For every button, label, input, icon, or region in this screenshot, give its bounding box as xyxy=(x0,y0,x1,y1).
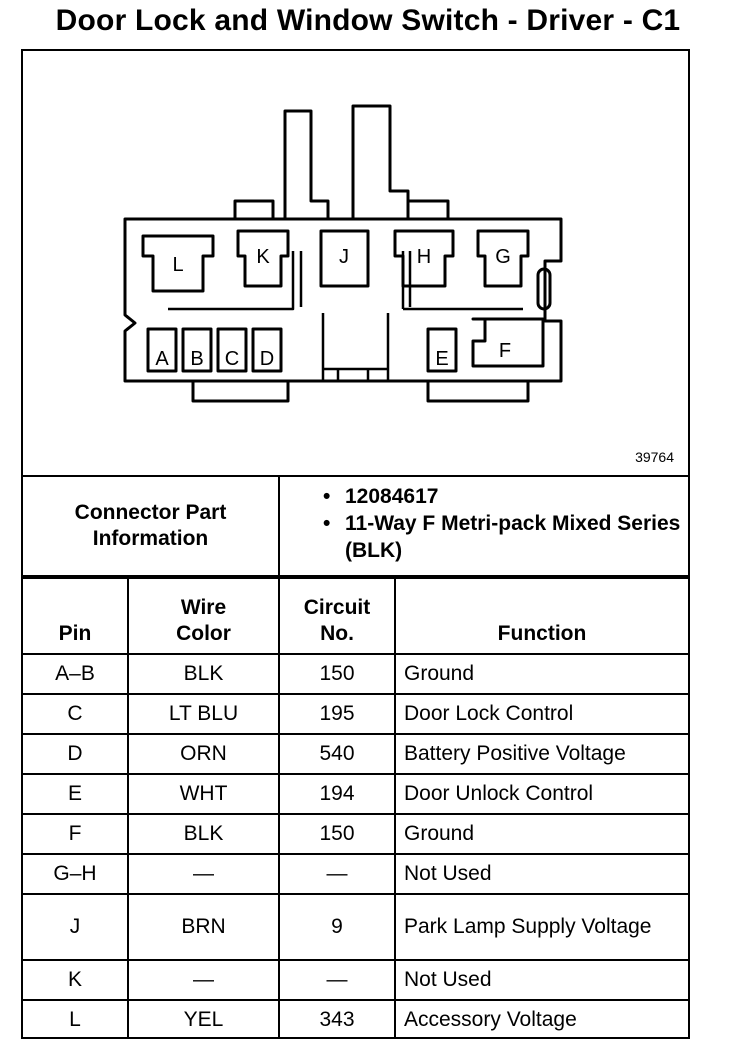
connector-info-label-line2: Information xyxy=(92,527,209,550)
table-row: L YEL 343 Accessory Voltage xyxy=(23,999,688,1039)
pin-cell: J xyxy=(23,893,129,961)
latch-tab-left xyxy=(283,109,330,219)
connector-info-bullets: 12084617 11-Way F Metri-pack Mixed Serie… xyxy=(323,483,683,564)
table-row: K — — Not Used xyxy=(23,959,688,1001)
wire-color-cell: WHT xyxy=(127,773,280,815)
pin-label-A: A xyxy=(155,348,169,370)
function-cell: Ground xyxy=(394,813,688,855)
pin-cell: K xyxy=(23,959,129,1001)
connector-outer-shell xyxy=(123,217,563,383)
latch-tab-right xyxy=(351,104,410,219)
wire-color-cell: YEL xyxy=(127,999,280,1039)
figure-number: 39764 xyxy=(635,449,674,465)
function-cell: Park Lamp Supply Voltage xyxy=(394,893,688,961)
connector-sheet: L K J H G A B C D E F 39764 Connector Pa… xyxy=(21,49,690,1039)
cavity-L xyxy=(141,234,215,293)
connector-part-info: Connector Part Information 12084617 11-W… xyxy=(23,477,688,577)
table-row: F BLK 150 Ground xyxy=(23,813,688,855)
function-cell: Battery Positive Voltage xyxy=(394,733,688,775)
pin-cell: G–H xyxy=(23,853,129,895)
circuit-cell: 150 xyxy=(278,813,396,855)
pin-label-D: D xyxy=(260,348,274,370)
circuit-cell: 9 xyxy=(278,893,396,961)
page-title: Door Lock and Window Switch - Driver - C… xyxy=(55,4,681,37)
function-cell: Ground xyxy=(394,653,688,695)
circuit-cell: — xyxy=(278,959,396,1001)
side-slot xyxy=(536,267,552,311)
function-cell: Not Used xyxy=(394,959,688,1001)
table-row: A–B BLK 150 Ground xyxy=(23,653,688,695)
pin-cell: E xyxy=(23,773,129,815)
wire-color-cell: BLK xyxy=(127,653,280,695)
cavity-F xyxy=(471,317,545,368)
function-cell: Door Lock Control xyxy=(394,693,688,735)
pin-label-K: K xyxy=(256,246,270,268)
wire-color-cell: BRN xyxy=(127,893,280,961)
wire-color-cell: LT BLU xyxy=(127,693,280,735)
table-row: J BRN 9 Park Lamp Supply Voltage xyxy=(23,893,688,961)
pin-cell: F xyxy=(23,813,129,855)
circuit-cell: 540 xyxy=(278,733,396,775)
pin-label-C: C xyxy=(225,348,239,370)
wire-color-cell: ORN xyxy=(127,733,280,775)
connector-type: 11-Way F Metri-pack Mixed Series (BLK) xyxy=(323,510,683,564)
wire-color-cell: BLK xyxy=(127,813,280,855)
cavity-K xyxy=(236,229,290,288)
connector-info-label: Connector Part Information xyxy=(23,477,280,575)
pin-cell: D xyxy=(23,733,129,775)
table-row: G–H — — Not Used xyxy=(23,853,688,895)
pin-cell: A–B xyxy=(23,653,129,695)
table-row: C LT BLU 195 Door Lock Control xyxy=(23,693,688,735)
pin-label-F: F xyxy=(499,340,511,362)
circuit-cell: — xyxy=(278,853,396,895)
circuit-cell: 195 xyxy=(278,693,396,735)
circuit-cell: 194 xyxy=(278,773,396,815)
header-function: Function xyxy=(394,577,688,655)
cavity-H xyxy=(393,229,455,288)
cavity-J xyxy=(319,229,370,288)
function-cell: Accessory Voltage xyxy=(394,999,688,1039)
pin-label-J: J xyxy=(339,246,349,268)
table-row: E WHT 194 Door Unlock Control xyxy=(23,773,688,815)
cavity-D xyxy=(251,327,283,373)
cavity-C xyxy=(216,327,248,373)
connector-face-drawing: L K J H G A B C D E F xyxy=(123,104,563,403)
cavity-G xyxy=(476,229,530,288)
pin-label-L: L xyxy=(172,254,183,276)
bottom-tab-left xyxy=(191,381,290,403)
pin-label-B: B xyxy=(190,348,203,370)
cavity-B xyxy=(181,327,213,373)
function-cell: Not Used xyxy=(394,853,688,895)
pin-cell: L xyxy=(23,999,129,1039)
circuit-cell: 150 xyxy=(278,653,396,695)
connector-diagram: L K J H G A B C D E F 39764 xyxy=(23,51,688,477)
part-number: 12084617 xyxy=(323,483,683,510)
keying-slot xyxy=(321,313,390,381)
side-ear-left xyxy=(233,199,275,219)
pin-cell: C xyxy=(23,693,129,735)
wire-color-cell: — xyxy=(127,959,280,1001)
pin-label-G: G xyxy=(495,246,511,268)
connector-info-label-line1: Connector Part xyxy=(74,501,227,524)
function-cell: Door Unlock Control xyxy=(394,773,688,815)
bottom-tab-right xyxy=(426,381,530,403)
side-ear-right xyxy=(406,199,450,219)
cavity-A xyxy=(146,327,178,373)
pin-label-E: E xyxy=(435,348,448,370)
pin-label-H: H xyxy=(417,246,431,268)
header-pin: Pin xyxy=(23,577,129,655)
circuit-cell: 343 xyxy=(278,999,396,1039)
wire-color-cell: — xyxy=(127,853,280,895)
table-row: D ORN 540 Battery Positive Voltage xyxy=(23,733,688,775)
cavity-E xyxy=(426,327,458,373)
